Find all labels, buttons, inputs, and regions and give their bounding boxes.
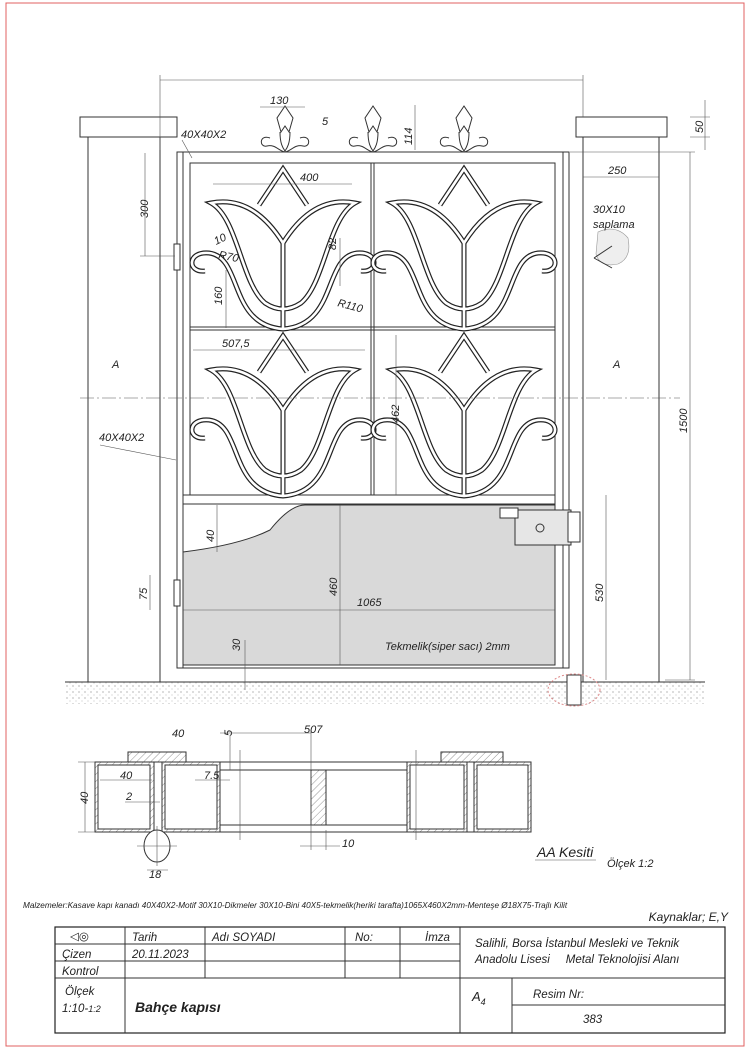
dim-motif-width: 400: [300, 172, 319, 184]
drawing-title: Bahçe kapısı: [135, 999, 221, 1015]
scale-label: Ölçek: [65, 986, 96, 998]
finial: [260, 105, 310, 153]
drawing-no: 383: [583, 1014, 603, 1026]
sec-pin-diameter: 18: [149, 869, 162, 881]
check-label: Kontrol: [62, 966, 99, 978]
dim-scroll-offset: 160: [213, 286, 225, 305]
dim-post-width: 250: [607, 165, 627, 177]
sec-gap: 7.5: [204, 770, 220, 782]
dim-plate-curve: 40: [205, 529, 217, 542]
materials-note: Malzemeler:Kasave kapı kanadı 40X40X2-Mo…: [23, 901, 568, 910]
dim-scroll-height: 82: [327, 238, 339, 250]
section-labels: 40 5 507 40 40 7.5 2 10 18 AA Kesiti Ölç…: [79, 724, 653, 881]
sec-tube-width: 40: [120, 770, 133, 782]
no-label: No:: [355, 932, 373, 944]
dim-lower-hinge: 75: [138, 587, 150, 600]
title-block: [54, 926, 726, 1034]
tulip-motif: [373, 169, 555, 329]
sign-label: İmza: [425, 932, 450, 944]
section-scale: Ölçek 1:2: [607, 858, 653, 870]
dim-panel-height: 462: [390, 405, 402, 423]
dim-hinge-offset: 300: [139, 199, 151, 218]
upper-hinge: [173, 243, 181, 271]
dim-radius-large: R110: [336, 297, 365, 315]
ground-hatch: [65, 682, 705, 704]
anchor-label: saplama: [593, 219, 635, 231]
drawn-label: Çizen: [62, 949, 91, 961]
right-post: [547, 116, 668, 707]
left-post: [79, 116, 178, 683]
tulip-motif: [192, 336, 374, 496]
dimension-lines: [80, 75, 710, 690]
school-line1: Salihli, Borsa İstanbul Mesleki ve Tekni…: [475, 938, 680, 950]
dim-plate-height: 460: [328, 577, 340, 596]
projection-symbol: ◁◎: [70, 931, 89, 943]
sec-bar-width: 10: [342, 838, 355, 850]
dim-finial-height: 114: [403, 127, 415, 145]
dim-bottom-gap: 30: [231, 638, 243, 651]
welds-note: Kaynaklar; E,Y: [649, 910, 729, 924]
dim-lock-height: 530: [594, 583, 606, 602]
sheet-border: [5, 2, 745, 1047]
dim-radius-small: R70: [217, 249, 240, 265]
dim-plate-width: 1065: [357, 597, 382, 609]
dim-finial-width: 130: [270, 95, 289, 107]
lower-hinge: [173, 579, 181, 607]
gate-frame: [173, 151, 570, 669]
school-line2: Anadolu Lisesi Metal Teknolojisi Alanı: [474, 954, 679, 966]
sec-tube-height: 40: [79, 791, 91, 804]
section-mark-right: A: [612, 359, 620, 371]
section-aa: [78, 730, 532, 871]
paper-size: A4: [471, 989, 486, 1007]
finial: [439, 105, 489, 153]
section-mark-left: A: [111, 359, 119, 371]
dim-cap-height: 50: [694, 120, 706, 133]
name-label: Adı SOYADI: [211, 932, 276, 944]
dim-bar-thickness: 10: [212, 231, 229, 247]
kick-plate: [182, 504, 556, 666]
dim-panel-width: 507,5: [222, 338, 250, 350]
anchor-profile: 30X10: [593, 204, 626, 216]
dim-total-height: 1500: [678, 408, 690, 433]
sec-wall: 2: [125, 791, 132, 803]
frame-profile-top: 40X40X2: [181, 129, 226, 141]
drawing-no-label: Resim Nr:: [533, 989, 584, 1001]
sec-plate-width: 40: [172, 728, 185, 740]
lock: [499, 507, 581, 546]
dim-finial-gap: 5: [322, 116, 329, 128]
frame-profile-side: 40X40X2: [99, 432, 144, 444]
section-title: AA Kesiti: [536, 844, 594, 860]
finial: [348, 105, 398, 153]
date-label: Tarih: [132, 932, 157, 944]
kick-plate-label: Tekmelik(siper sacı) 2mm: [385, 641, 510, 653]
sec-half-width: 507: [304, 724, 323, 736]
sec-plate-thickness: 5: [223, 729, 235, 736]
drawn-date: 20.11.2023: [131, 949, 189, 961]
scale-value: 1:10-1:2: [62, 1003, 101, 1015]
